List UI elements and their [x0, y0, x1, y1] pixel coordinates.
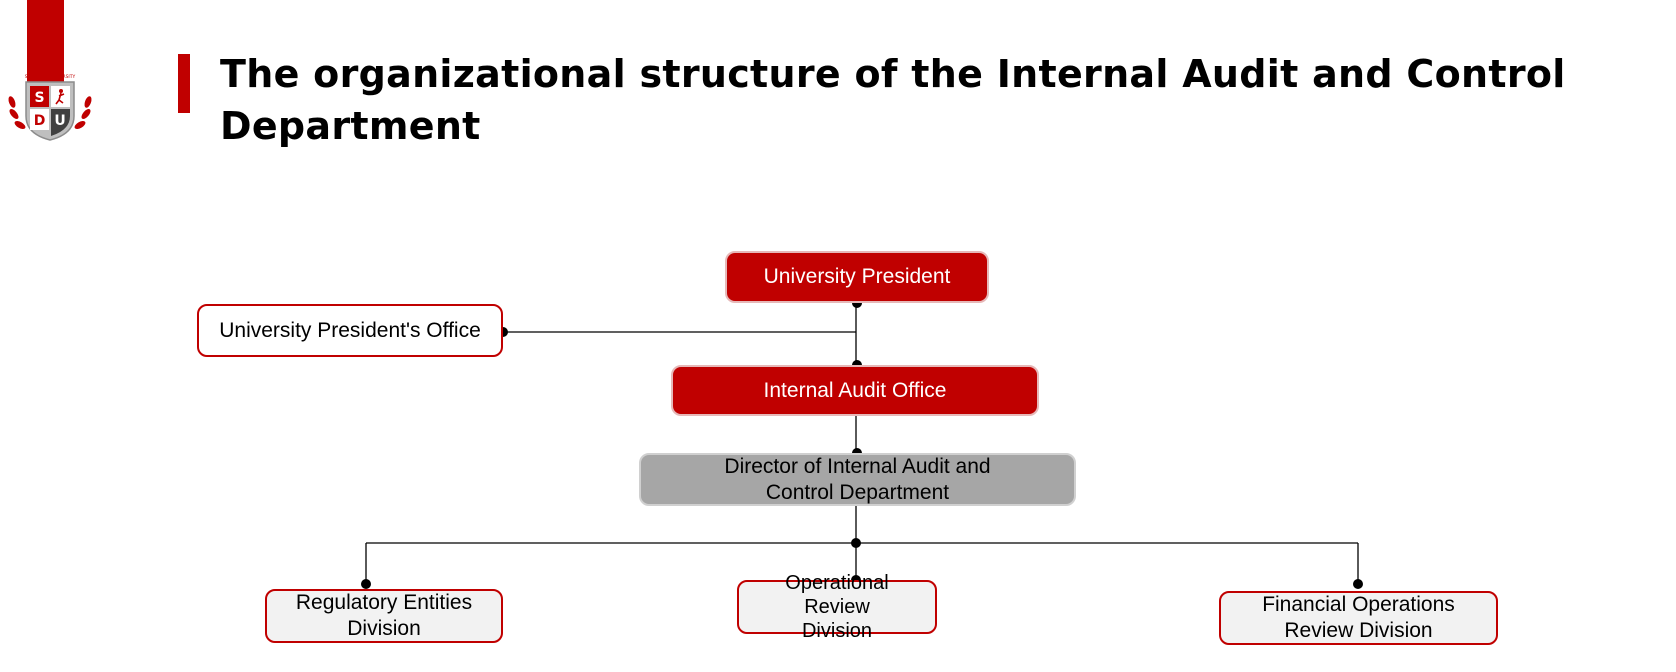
node-university-president: University President	[725, 251, 989, 303]
laurel-icon	[8, 96, 92, 129]
node-label: Regulatory Entities Division	[295, 591, 473, 640]
node-regulatory-entities-division: Regulatory Entities Division	[265, 589, 503, 643]
logo-letter-d: D	[34, 113, 46, 129]
node-label: Operational Review Division	[785, 572, 889, 642]
node-financial-operations-division: Financial Operations Review Division	[1219, 591, 1498, 645]
node-operational-review-division: Operational Review Division	[737, 572, 937, 642]
node-label: Financial Operations Review Division	[1262, 593, 1455, 642]
junction-dot	[361, 579, 371, 589]
university-logo: S D U STARDOM UNIVERSITY	[8, 74, 92, 141]
node-president-office: University President's Office	[197, 304, 503, 357]
node-director: Director of Internal Audit and Control D…	[639, 453, 1076, 506]
node-label: University President's Office	[219, 318, 481, 342]
node-internal-audit-office: Internal Audit Office	[671, 365, 1039, 416]
node-label: Internal Audit Office	[763, 378, 947, 402]
title-accent-bar	[178, 54, 190, 113]
logo-ring-text: STARDOM UNIVERSITY	[25, 74, 76, 80]
page-title: The organizational structure of the Inte…	[220, 52, 1566, 148]
logo-letter-u: U	[54, 113, 65, 129]
node-label: University President	[763, 265, 951, 288]
junction-dot	[1353, 579, 1363, 589]
logo-letter-s: S	[34, 90, 44, 106]
node-label: Director of Internal Audit and Control D…	[724, 454, 991, 504]
logo-ribbon	[27, 0, 64, 82]
junction-dot	[851, 538, 861, 548]
